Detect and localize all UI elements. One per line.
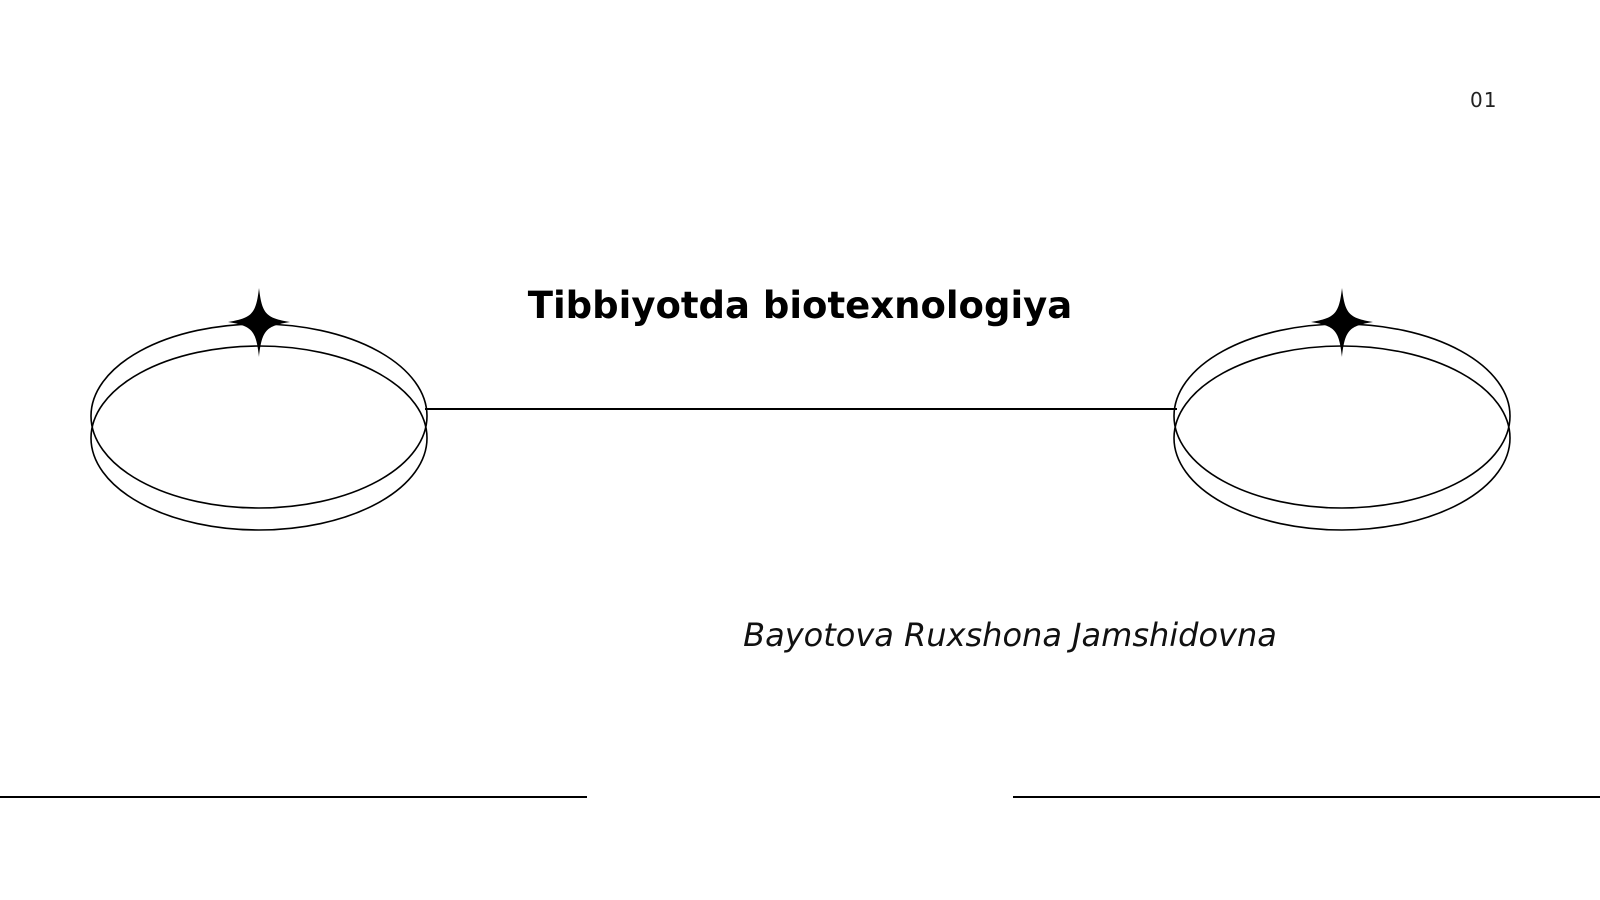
author-name: Bayotova Ruxshona Jamshidovna — [743, 616, 1277, 654]
page-number: 01 — [1470, 88, 1498, 112]
right-sparkle-icon — [1311, 288, 1373, 357]
left-sparkle-icon — [228, 288, 290, 357]
slide-title: Tibbiyotda biotexnologiya — [527, 284, 1073, 327]
